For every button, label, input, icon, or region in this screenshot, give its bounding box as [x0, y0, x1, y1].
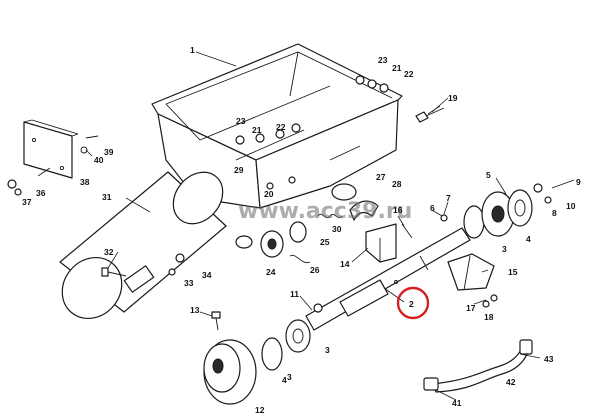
bracket-left — [365, 223, 397, 263]
callout-12: 12 — [255, 405, 265, 415]
callout-26: 26 — [310, 265, 320, 275]
callout-3-upper: 3 — [502, 244, 507, 254]
leader-lines — [37, 51, 575, 401]
callout-36: 36 — [36, 188, 46, 198]
callout-18: 18 — [484, 312, 494, 322]
callout-10: 10 — [566, 201, 576, 211]
callout-43: 43 — [544, 354, 554, 364]
agitator-tube — [59, 171, 227, 320]
callout-14: 14 — [340, 259, 350, 269]
callout-32: 32 — [104, 247, 114, 257]
callout-3-lower: 3 — [325, 345, 330, 355]
callouts: 1 2 3 3 3 4 4 5 6 7 8 9 10 11 12 13 14 1… — [22, 45, 581, 415]
callout-23-lower: 23 — [236, 116, 246, 126]
hub-upper — [463, 189, 533, 239]
callout-30: 30 — [332, 224, 342, 234]
main-shaft — [305, 227, 471, 331]
callout-6: 6 — [430, 203, 435, 213]
callout-42: 42 — [506, 377, 516, 387]
callout-31: 31 — [102, 192, 112, 202]
callout-20: 20 — [264, 189, 274, 199]
callout-38: 38 — [80, 177, 90, 187]
callout-24: 24 — [266, 267, 276, 277]
callout-7: 7 — [446, 193, 451, 203]
callout-41: 41 — [452, 398, 462, 408]
callout-3-pulley: 3 — [287, 372, 292, 382]
callout-15: 15 — [508, 267, 518, 277]
watermark: www.acc39.ru — [238, 199, 412, 224]
callout-34: 34 — [202, 270, 212, 280]
callout-5: 5 — [486, 170, 491, 180]
pulley-lower — [203, 319, 311, 405]
plate — [23, 119, 79, 179]
callout-8: 8 — [552, 208, 557, 218]
callout-16: 16 — [393, 205, 403, 215]
callout-37: 37 — [22, 197, 32, 207]
callout-9: 9 — [576, 177, 581, 187]
callout-21-lower: 21 — [252, 125, 262, 135]
callout-2: 2 — [409, 299, 414, 309]
callout-40: 40 — [94, 155, 104, 165]
hose — [423, 339, 533, 393]
callout-1: 1 — [190, 45, 195, 55]
callout-13: 13 — [190, 305, 200, 315]
callout-28: 28 — [392, 179, 402, 189]
callout-22-lower: 22 — [276, 122, 286, 132]
highlight-ring — [396, 286, 430, 320]
callout-11: 11 — [290, 289, 299, 299]
callout-39: 39 — [104, 147, 114, 157]
callout-4-lower: 4 — [282, 375, 287, 385]
callout-21-upper: 21 — [392, 63, 402, 73]
callout-17: 17 — [466, 303, 476, 313]
small-parts — [7, 75, 552, 331]
callout-27: 27 — [376, 172, 386, 182]
callout-19: 19 — [448, 93, 458, 103]
callout-22-upper: 22 — [404, 69, 414, 79]
callout-4-upper: 4 — [526, 234, 531, 244]
bracket-right — [447, 253, 495, 291]
callout-29: 29 — [234, 165, 244, 175]
callout-25: 25 — [320, 237, 330, 247]
callout-33: 33 — [184, 278, 194, 288]
callout-23-upper: 23 — [378, 55, 388, 65]
